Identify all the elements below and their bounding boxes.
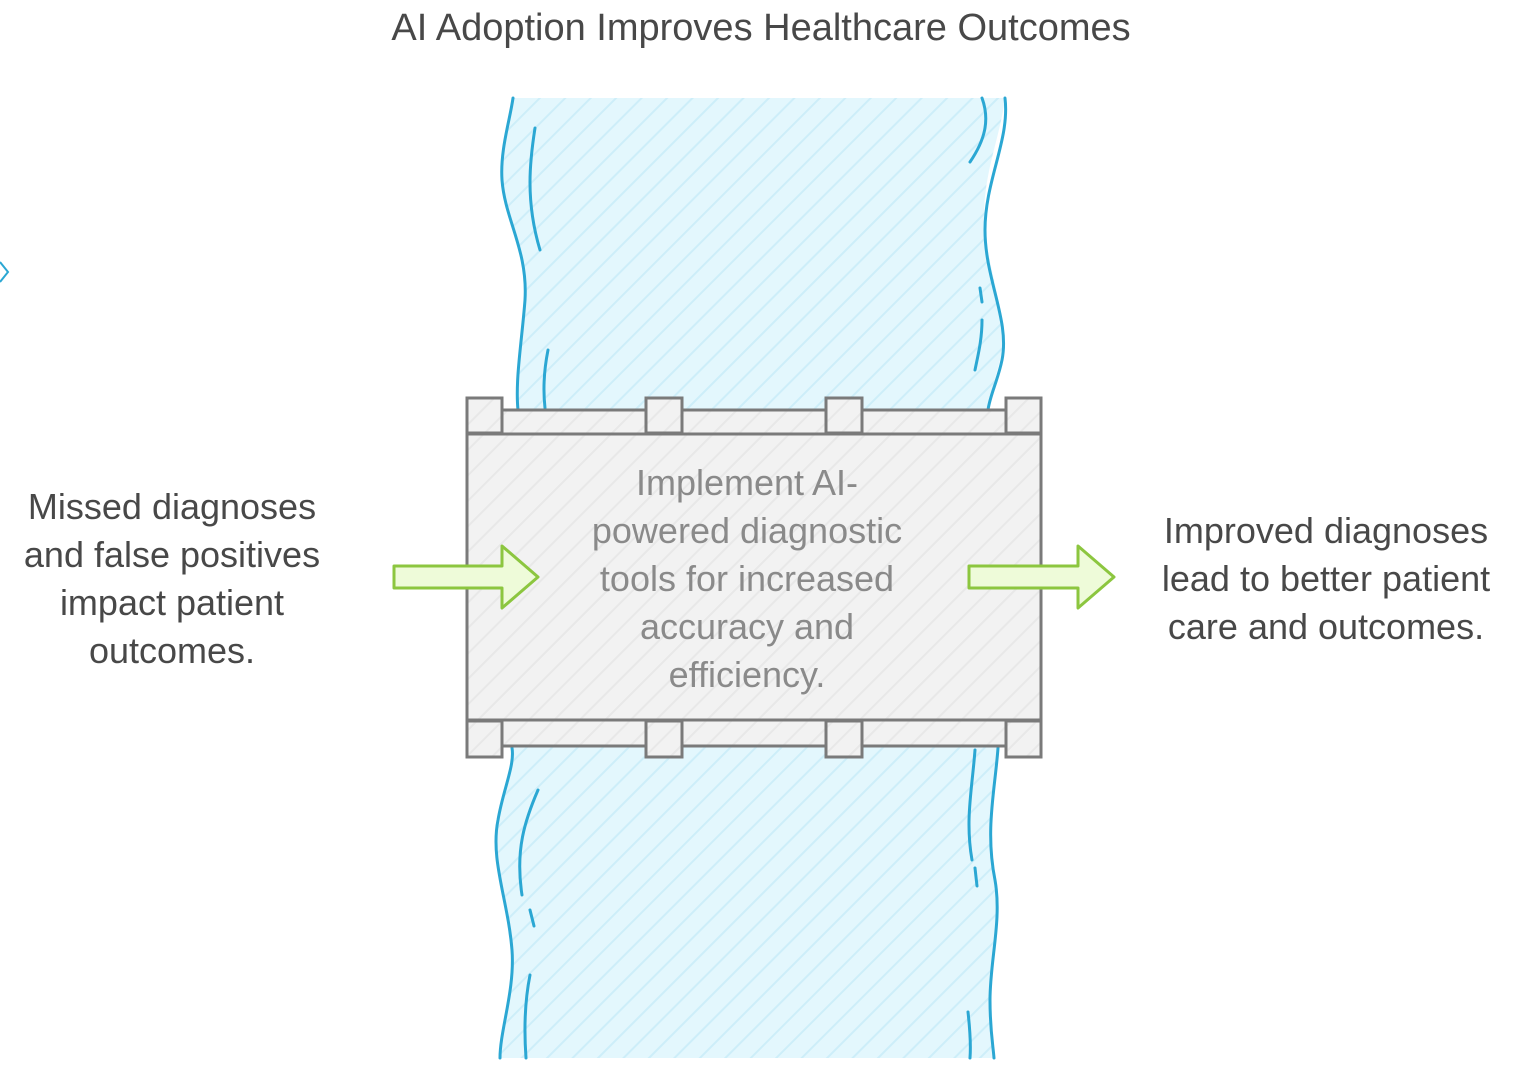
bridge-post-bottom-3: [824, 719, 864, 759]
solution-label-line: Implement AI-: [635, 462, 859, 503]
river-bottom-right-ripple-3: [966, 1010, 972, 1060]
bridge-bottom-rail: [465, 718, 1043, 748]
outcome-label-line: lead to better patient: [1161, 558, 1491, 599]
problem-label-line: impact patient: [59, 582, 285, 623]
solution-label-line: tools for increased: [599, 558, 895, 599]
river-top-left-bank: [500, 96, 527, 412]
arrow-right-icon: [967, 544, 1116, 610]
problem-label-line: Missed diagnoses: [27, 486, 317, 527]
bridge-post-top-1: [465, 396, 504, 435]
edge-chevron-icon: [0, 261, 10, 283]
bridge-post-bottom-1: [465, 719, 504, 759]
river-top: [500, 96, 1008, 412]
outcome-label: Improved diagnoses lead to better patien…: [1134, 507, 1518, 651]
river-bottom: [494, 745, 1000, 1060]
bridge-post-bottom-2: [644, 719, 684, 759]
river-bottom-water: [495, 745, 998, 1058]
bridge-body: [465, 432, 1043, 722]
river-bottom-left-bank: [494, 746, 514, 1060]
river-bottom-right-bank: [988, 746, 1000, 1060]
arrow-right-icon: [392, 544, 540, 610]
river-top-right-bank: [983, 96, 1008, 412]
solution-label-line: efficiency.: [668, 654, 826, 695]
outcome-label-line: Improved diagnoses: [1163, 510, 1489, 551]
river-bottom-left-ripple-2: [528, 908, 536, 928]
river-top-left-ripple: [528, 126, 542, 252]
river-bottom-left-ripple: [518, 788, 540, 897]
bridge-post-top-2: [644, 396, 684, 435]
bridge: [465, 396, 1043, 759]
outcome-label-line: care and outcomes.: [1167, 606, 1485, 647]
bridge-post-top-4: [1004, 396, 1043, 435]
diagram-title: AI Adoption Improves Healthcare Outcomes: [391, 7, 1131, 49]
solution-label-line: powered diagnostic: [591, 510, 903, 551]
bridge-top-rail: [465, 408, 1043, 436]
solution-label: Implement AI- powered diagnostic tools f…: [520, 459, 974, 699]
river-top-right-ripple: [968, 96, 988, 164]
river-bottom-right-ripple: [967, 748, 977, 862]
problem-label-line: outcomes.: [88, 630, 256, 671]
bridge-post-bottom-4: [1004, 719, 1043, 759]
problem-label-line: and false positives: [23, 534, 321, 575]
river-top-right-ripple-3: [973, 318, 984, 372]
bridge-post-top-3: [824, 396, 864, 435]
river-bottom-left-ripple-3: [523, 973, 532, 1060]
river-bottom-right-ripple-2: [973, 866, 979, 888]
problem-label: Missed diagnoses and false positives imp…: [0, 483, 344, 675]
river-top-left-ripple-2: [542, 348, 550, 410]
solution-label-line: accuracy and: [639, 606, 855, 647]
river-top-water: [501, 98, 1005, 410]
river-top-right-ripple-2: [978, 286, 984, 304]
